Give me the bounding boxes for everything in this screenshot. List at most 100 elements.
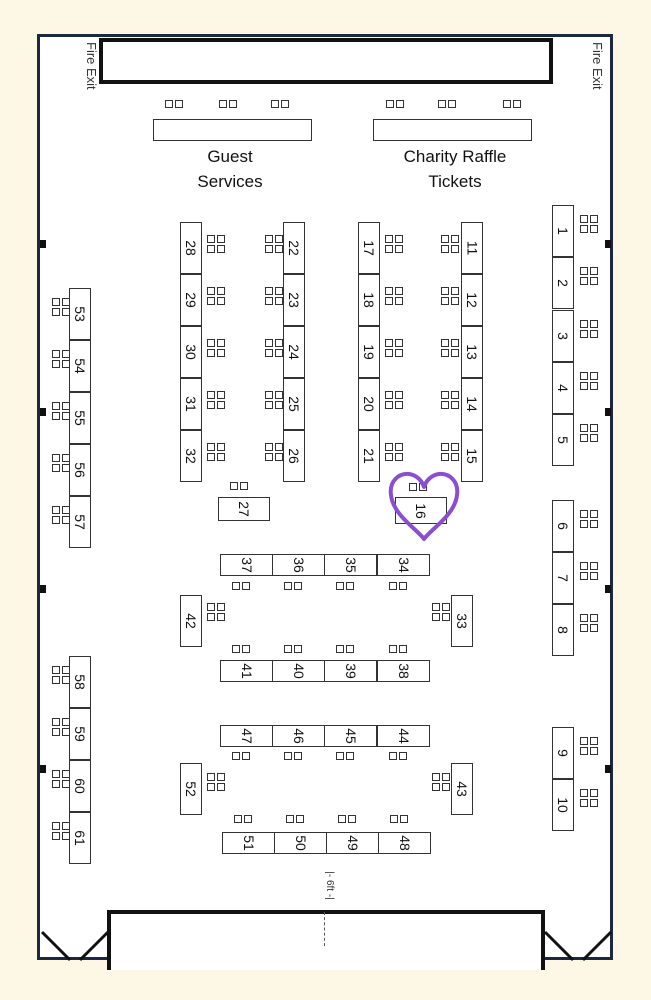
booth-50[interactable]: 50 [274, 832, 327, 854]
booth-44[interactable]: 44 [377, 725, 430, 747]
booth-39[interactable]: 39 [324, 660, 377, 682]
booth-34[interactable]: 34 [377, 554, 430, 576]
chair-pair [441, 349, 459, 357]
booth-number: 8 [554, 626, 571, 634]
booth-number: 7 [554, 574, 571, 582]
booth-number: 49 [344, 835, 361, 851]
booth-58[interactable]: 58 [69, 656, 91, 708]
chair-pair [385, 235, 403, 243]
chair-pair [207, 401, 225, 409]
booth-59[interactable]: 59 [69, 708, 91, 760]
chair-pair [336, 645, 354, 653]
chair-pair [52, 350, 70, 358]
chair-pair [265, 443, 283, 451]
booth-30[interactable]: 30 [180, 326, 202, 378]
booth-23[interactable]: 23 [283, 274, 305, 326]
booth-number: 3 [554, 332, 571, 340]
booth-36[interactable]: 36 [272, 554, 325, 576]
chair-pair [580, 737, 598, 745]
booth-18[interactable]: 18 [358, 274, 380, 326]
chair-pair [52, 298, 70, 306]
booth-49[interactable]: 49 [326, 832, 379, 854]
booth-46[interactable]: 46 [272, 725, 325, 747]
booth-11[interactable]: 11 [461, 222, 483, 274]
chair-pair [389, 645, 407, 653]
booth-25[interactable]: 25 [283, 378, 305, 430]
chair-pair [580, 277, 598, 285]
chair-pair [580, 424, 598, 432]
booth-number: 20 [360, 396, 377, 412]
booth-number: 56 [71, 462, 88, 478]
booth-5[interactable]: 5 [552, 414, 574, 466]
chair-pair [503, 100, 521, 108]
booth-number: 59 [71, 726, 88, 742]
chair-pair [441, 235, 459, 243]
booth-22[interactable]: 22 [283, 222, 305, 274]
booth-21[interactable]: 21 [358, 430, 380, 482]
booth-13[interactable]: 13 [461, 326, 483, 378]
booth-47[interactable]: 47 [220, 725, 273, 747]
chair-pair [207, 773, 225, 781]
booth-6[interactable]: 6 [552, 500, 574, 552]
chair-pair [286, 815, 304, 823]
booth-19[interactable]: 19 [358, 326, 380, 378]
chair-pair [265, 235, 283, 243]
booth-2[interactable]: 2 [552, 257, 574, 309]
booth-1[interactable]: 1 [552, 205, 574, 257]
booth-28[interactable]: 28 [180, 222, 202, 274]
booth-29[interactable]: 29 [180, 274, 202, 326]
booth-15[interactable]: 15 [461, 430, 483, 482]
chair-pair [52, 360, 70, 368]
booth-14[interactable]: 14 [461, 378, 483, 430]
booth-4[interactable]: 4 [552, 362, 574, 414]
booth-43[interactable]: 43 [451, 763, 473, 815]
booth-17[interactable]: 17 [358, 222, 380, 274]
booth-32[interactable]: 32 [180, 430, 202, 482]
chair-pair [52, 832, 70, 840]
booth-56[interactable]: 56 [69, 444, 91, 496]
chair-pair [207, 613, 225, 621]
booth-number: 24 [285, 344, 302, 360]
booth-52[interactable]: 52 [180, 763, 202, 815]
booth-40[interactable]: 40 [272, 660, 325, 682]
booth-33[interactable]: 33 [451, 595, 473, 647]
booth-37[interactable]: 37 [220, 554, 273, 576]
booth-35[interactable]: 35 [324, 554, 377, 576]
chair-pair [52, 666, 70, 674]
booth-51[interactable]: 51 [222, 832, 275, 854]
booth-number: 48 [396, 835, 413, 851]
booth-27[interactable]: 27 [218, 497, 270, 521]
booth-12[interactable]: 12 [461, 274, 483, 326]
booth-9[interactable]: 9 [552, 727, 574, 779]
booth-60[interactable]: 60 [69, 760, 91, 812]
booth-number: 17 [360, 240, 377, 256]
booth-41[interactable]: 41 [220, 660, 273, 682]
booth-3[interactable]: 3 [552, 310, 574, 362]
booth-8[interactable]: 8 [552, 604, 574, 656]
booth-20[interactable]: 20 [358, 378, 380, 430]
chair-pair [52, 728, 70, 736]
booth-7[interactable]: 7 [552, 552, 574, 604]
chair-pair [207, 391, 225, 399]
chair-pair [52, 412, 70, 420]
booth-45[interactable]: 45 [324, 725, 377, 747]
booth-31[interactable]: 31 [180, 378, 202, 430]
chair-pair [441, 287, 459, 295]
booth-42[interactable]: 42 [180, 595, 202, 647]
chair-pair [385, 349, 403, 357]
booth-53[interactable]: 53 [69, 288, 91, 340]
booth-54[interactable]: 54 [69, 340, 91, 392]
booth-55[interactable]: 55 [69, 392, 91, 444]
wall-door-left-1 [40, 240, 46, 248]
booth-38[interactable]: 38 [377, 660, 430, 682]
booth-24[interactable]: 24 [283, 326, 305, 378]
booth-48[interactable]: 48 [378, 832, 431, 854]
booth-number: 27 [235, 501, 252, 517]
booth-26[interactable]: 26 [283, 430, 305, 482]
chair-pair [230, 482, 248, 490]
booth-61[interactable]: 61 [69, 812, 91, 864]
chair-pair [580, 267, 598, 275]
booth-57[interactable]: 57 [69, 496, 91, 548]
booth-10[interactable]: 10 [552, 779, 574, 831]
door-swing-bottom-left [40, 930, 110, 962]
